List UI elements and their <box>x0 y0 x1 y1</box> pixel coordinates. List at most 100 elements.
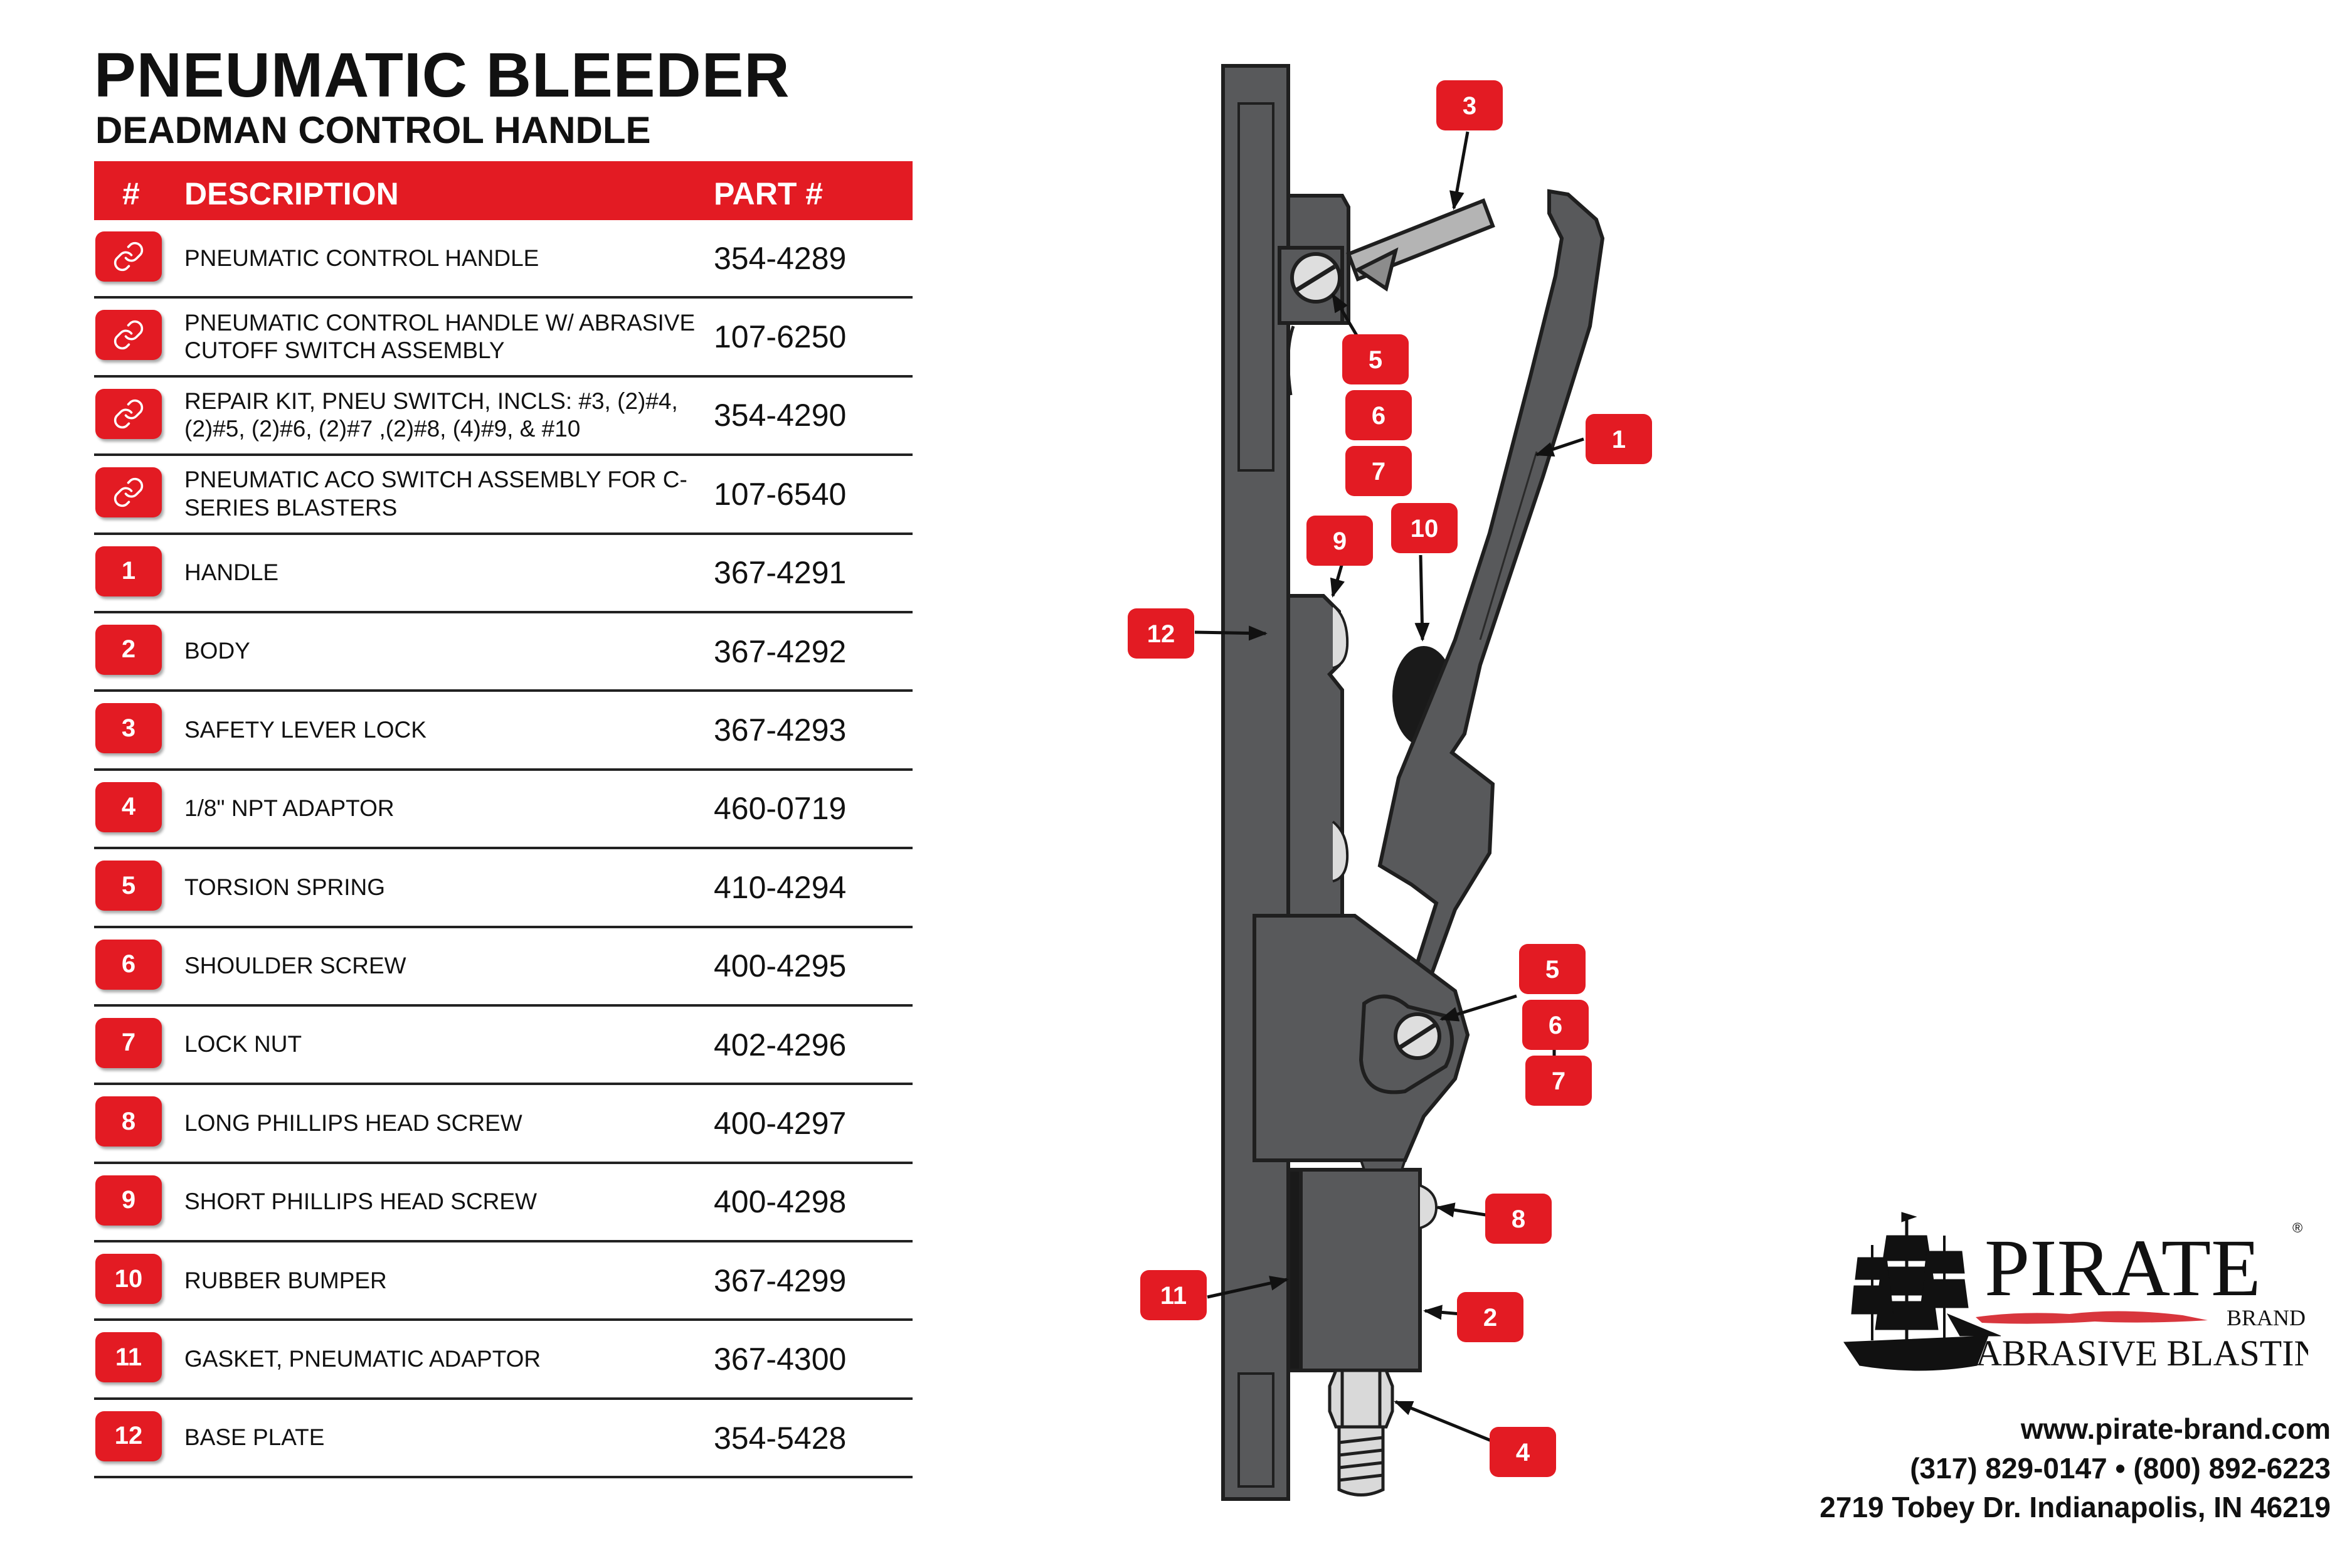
item-description: TORSION SPRING <box>184 874 386 900</box>
item-number-badge: 1 <box>95 546 162 596</box>
item-part-number: 367-4299 <box>714 1263 847 1298</box>
table-row: 4 1/8" NPT ADAPTOR 460-0719 <box>94 771 913 850</box>
phone-numbers: (317) 829-0147 • (800) 892-6223 <box>1910 1452 2331 1485</box>
item-description: REPAIR KIT, PNEU SWITCH, INCLS: #3, (2)#… <box>184 388 678 442</box>
item-number-badge: 7 <box>95 1017 162 1068</box>
parts-table: # DESCRIPTION PART # PNEUMATIC CONTROL H… <box>94 161 913 1479</box>
callout-5-lower: 5 <box>1519 944 1586 994</box>
item-description: SHORT PHILLIPS HEAD SCREW <box>184 1189 537 1215</box>
page-title: PNEUMATIC BLEEDER <box>94 40 790 110</box>
item-description: GASKET, PNEUMATIC ADAPTOR <box>184 1345 541 1372</box>
item-description: PNEUMATIC ACO SWITCH ASSEMBLY FOR C-SERI… <box>184 467 687 521</box>
logo-splash <box>1976 1311 2208 1324</box>
item-description: SAFETY LEVER LOCK <box>184 716 426 743</box>
website-link[interactable]: www.pirate-brand.com <box>2020 1412 2331 1445</box>
table-row: 2 BODY 367-4292 <box>94 613 913 692</box>
item-description: BODY <box>184 638 250 664</box>
item-part-number: 367-4291 <box>714 555 847 591</box>
page-subtitle: DEADMAN CONTROL HANDLE <box>95 109 651 151</box>
callout-11-label: 11 <box>1160 1282 1187 1310</box>
pivot-block <box>1253 914 1470 1162</box>
item-description: HANDLE <box>184 559 279 586</box>
callout-7-lower-label: 7 <box>1552 1067 1565 1095</box>
callout-2-label: 2 <box>1483 1304 1497 1332</box>
callout-12: 12 <box>1128 608 1194 659</box>
item-description: 1/8" NPT ADAPTOR <box>184 795 395 822</box>
callout-7-upper-label: 7 <box>1372 458 1385 485</box>
item-part-number: 367-4300 <box>714 1342 847 1377</box>
item-number-badge: 12 <box>95 1411 162 1461</box>
table-row: 11 GASKET, PNEUMATIC ADAPTOR 367-4300 <box>94 1321 913 1400</box>
table-row: PNEUMATIC CONTROL HANDLE W/ ABRASIVE CUT… <box>94 299 913 378</box>
callout-9-label: 9 <box>1333 527 1347 555</box>
item-description: LOCK NUT <box>184 1031 302 1057</box>
link-icon <box>95 467 162 518</box>
callout-1: 1 <box>1586 414 1652 464</box>
logo-brand-text: PIRATE <box>1984 1223 2261 1313</box>
table-row: PNEUMATIC ACO SWITCH ASSEMBLY FOR C-SERI… <box>94 456 913 535</box>
item-part-number: 400-4297 <box>714 1105 847 1141</box>
body-upper <box>1286 594 1349 918</box>
base-plate <box>1221 64 1290 1501</box>
callout-4-label: 4 <box>1516 1439 1530 1466</box>
callout-8-label: 8 <box>1512 1205 1525 1233</box>
logo-tagline: ABRASIVE BLASTING <box>1976 1333 2308 1374</box>
item-description: SHOULDER SCREW <box>184 953 406 979</box>
callout-12-label: 12 <box>1147 620 1175 648</box>
item-part-number: 460-0719 <box>714 791 847 827</box>
item-part-number: 410-4294 <box>714 869 847 905</box>
callout-3: 3 <box>1436 80 1503 130</box>
safety-lever-lock <box>1286 198 1495 396</box>
item-part-number: 107-6250 <box>714 319 847 355</box>
item-part-number: 367-4293 <box>714 712 847 748</box>
table-row: 7 LOCK NUT 402-4296 <box>94 1007 913 1086</box>
item-number-badge: 9 <box>95 1175 162 1226</box>
item-description: PNEUMATIC CONTROL HANDLE <box>184 245 539 271</box>
item-number-badge: 8 <box>95 1096 162 1147</box>
callout-10: 10 <box>1391 503 1458 553</box>
item-description: RUBBER BUMPER <box>184 1267 387 1293</box>
callout-6-upper-label: 6 <box>1372 402 1385 430</box>
header-part-number: PART # <box>714 176 824 211</box>
callout-2: 2 <box>1457 1292 1523 1342</box>
callout-3-label: 3 <box>1463 92 1476 120</box>
callout-10-label: 10 <box>1411 515 1439 543</box>
logo-registered-mark: ® <box>2292 1220 2302 1236</box>
callouts: 3 5 6 7 1 9 10 12 5 6 7 8 11 2 4 <box>1128 80 1652 1477</box>
callout-6-upper: 6 <box>1345 390 1412 440</box>
item-part-number: 367-4292 <box>714 633 847 669</box>
callout-7-upper: 7 <box>1345 446 1412 496</box>
item-description: LONG PHILLIPS HEAD SCREW <box>184 1110 522 1136</box>
callout-6-lower-label: 6 <box>1549 1012 1562 1039</box>
logo-brand-suffix: BRAND <box>2227 1305 2306 1330</box>
callout-8: 8 <box>1485 1194 1552 1244</box>
item-number-badge: 10 <box>95 1254 162 1305</box>
item-number-badge: 6 <box>95 939 162 990</box>
table-row: 10 RUBBER BUMPER 367-4299 <box>94 1242 913 1322</box>
handle <box>1377 189 1605 981</box>
callout-5-lower-label: 5 <box>1545 956 1559 983</box>
link-icon <box>95 388 162 439</box>
address: 2719 Tobey Dr. Indianapolis, IN 46219 <box>1820 1491 2331 1523</box>
item-number-badge: 4 <box>95 781 162 832</box>
callout-4: 4 <box>1490 1427 1556 1477</box>
table-row: 1 HANDLE 367-4291 <box>94 535 913 613</box>
item-part-number: 400-4295 <box>714 948 847 984</box>
pirate-brand-logo: PIRATE ® BRAND ABRASIVE BLASTING <box>1843 1212 2308 1374</box>
item-part-number: 354-5428 <box>714 1420 847 1456</box>
callout-11: 11 <box>1140 1270 1207 1320</box>
npt-adaptor <box>1328 1369 1394 1496</box>
item-number-badge: 2 <box>95 624 162 675</box>
pirate-ship-icon <box>1843 1212 2001 1371</box>
callout-5-upper: 5 <box>1342 334 1409 384</box>
item-part-number: 402-4296 <box>714 1027 847 1062</box>
item-number-badge: 11 <box>95 1332 162 1383</box>
item-description: PNEUMATIC CONTROL HANDLE W/ ABRASIVE CUT… <box>184 309 696 364</box>
table-row: REPAIR KIT, PNEU SWITCH, INCLS: #3, (2)#… <box>94 378 913 457</box>
